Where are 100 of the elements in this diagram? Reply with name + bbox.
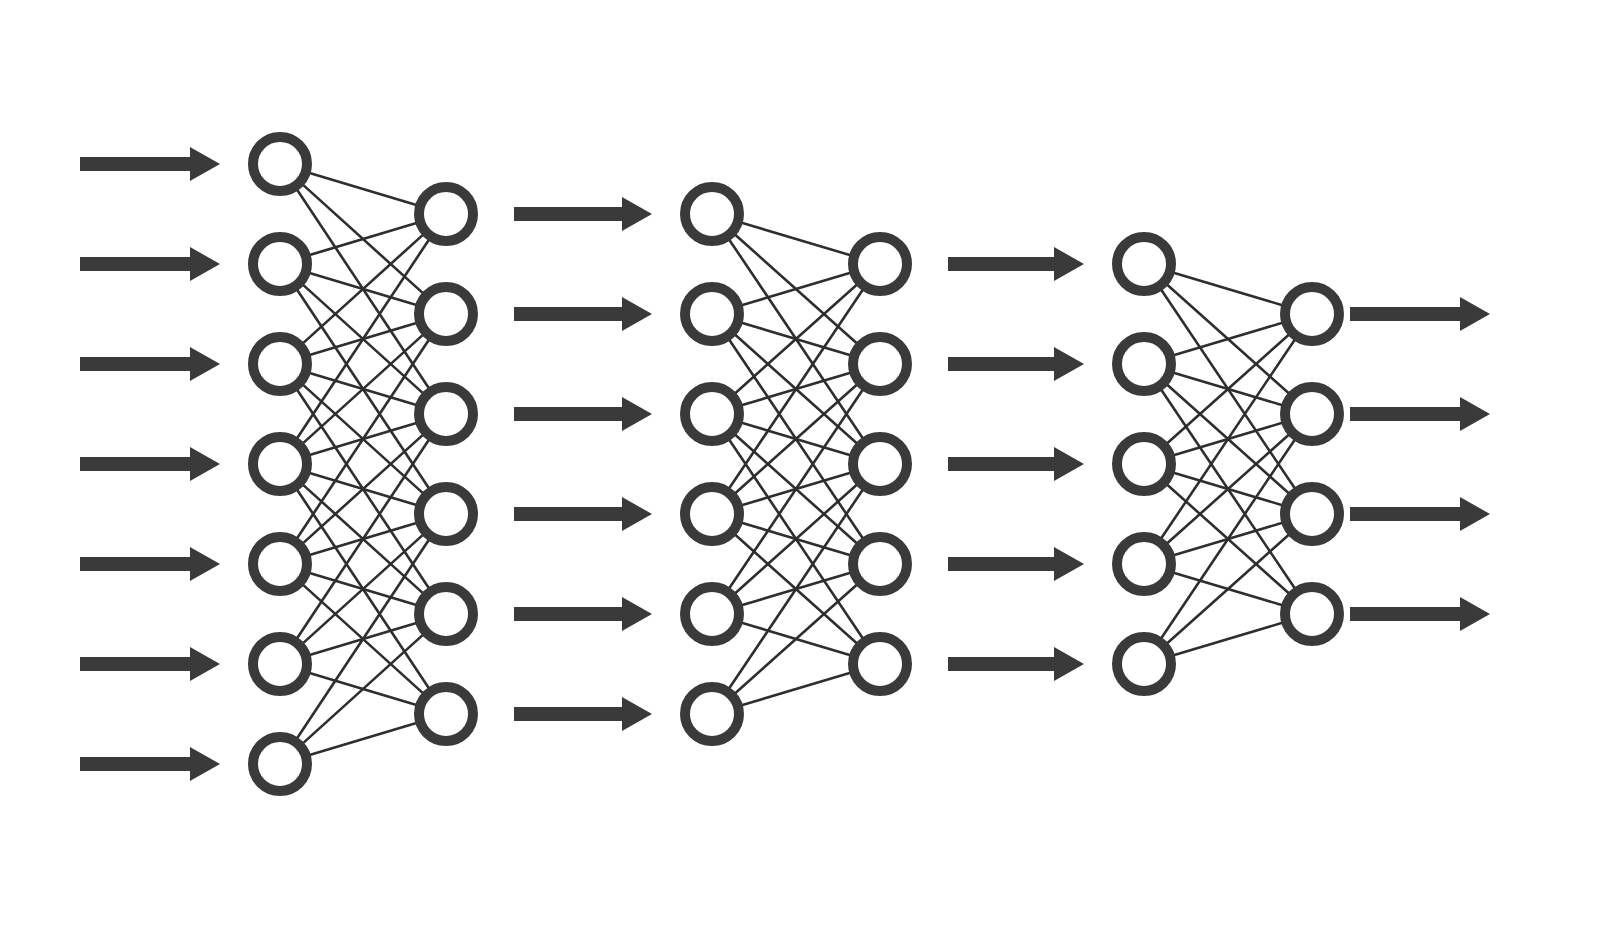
connection-line bbox=[740, 621, 852, 657]
neuron-circle bbox=[1112, 232, 1176, 296]
connection-line bbox=[295, 188, 431, 390]
connection-line bbox=[308, 671, 418, 707]
connection-line bbox=[301, 233, 425, 345]
arrow bbox=[514, 197, 652, 231]
arrow bbox=[948, 647, 1084, 681]
connection-line bbox=[295, 288, 431, 490]
neuron-circle bbox=[414, 482, 478, 546]
connection-line bbox=[740, 521, 852, 557]
connection-line bbox=[727, 388, 865, 590]
connection-line bbox=[301, 433, 425, 545]
connection-line bbox=[740, 421, 852, 457]
neuron-circle bbox=[248, 732, 312, 796]
neuron-circle bbox=[414, 282, 478, 346]
connection-line bbox=[308, 421, 418, 457]
neuron-circle bbox=[848, 532, 912, 596]
connection-line bbox=[727, 338, 865, 540]
connection-line bbox=[308, 221, 418, 257]
connection-line bbox=[301, 633, 425, 745]
connection-line bbox=[301, 283, 425, 395]
connection-line bbox=[733, 283, 859, 395]
neuron-circle bbox=[414, 682, 478, 746]
connection-line bbox=[301, 383, 425, 495]
connection-line bbox=[308, 521, 418, 557]
neuron-circle bbox=[680, 382, 744, 446]
connection-line bbox=[1172, 321, 1284, 357]
arrow bbox=[948, 247, 1084, 281]
connection-line bbox=[301, 583, 425, 695]
neuron-circle bbox=[414, 182, 478, 246]
connection-line bbox=[740, 321, 852, 357]
connection-line bbox=[1172, 621, 1284, 657]
neuron-circle bbox=[680, 182, 744, 246]
connection-line bbox=[733, 533, 859, 645]
neuron-circle bbox=[1280, 482, 1344, 546]
neuron-circle bbox=[248, 632, 312, 696]
arrow bbox=[80, 547, 220, 581]
connection-line bbox=[1165, 283, 1291, 395]
connection-line bbox=[1172, 571, 1284, 607]
connection-line bbox=[740, 221, 852, 257]
connection-line bbox=[1165, 383, 1291, 495]
neuron-circle bbox=[1280, 282, 1344, 346]
neuron-circle bbox=[1112, 532, 1176, 596]
connection-line bbox=[727, 288, 865, 490]
connection-line bbox=[308, 271, 418, 307]
connection-line bbox=[301, 333, 425, 445]
neuron-circle bbox=[680, 282, 744, 346]
connection-line bbox=[308, 321, 418, 357]
connection-line bbox=[727, 238, 865, 440]
neuron-circle bbox=[848, 632, 912, 696]
neuron-circle bbox=[248, 432, 312, 496]
arrow bbox=[1350, 297, 1490, 331]
neuron-circle bbox=[248, 532, 312, 596]
arrow bbox=[1350, 397, 1490, 431]
connection-line bbox=[1159, 288, 1297, 490]
connection-line bbox=[733, 483, 859, 595]
connection-line bbox=[733, 583, 859, 695]
arrow bbox=[514, 597, 652, 631]
neuron-circle bbox=[680, 482, 744, 546]
arrow bbox=[948, 347, 1084, 381]
connection-line bbox=[308, 371, 418, 407]
arrow bbox=[80, 747, 220, 781]
connection-line bbox=[295, 538, 431, 740]
arrow bbox=[80, 447, 220, 481]
arrow bbox=[514, 497, 652, 531]
connection-line bbox=[1159, 338, 1297, 540]
connection-line bbox=[740, 671, 852, 707]
connection-line bbox=[1172, 521, 1284, 557]
connection-line bbox=[1172, 471, 1284, 507]
connection-line bbox=[740, 571, 852, 607]
connection-line bbox=[727, 438, 865, 640]
arrow bbox=[948, 547, 1084, 581]
connection-line bbox=[308, 471, 418, 507]
neuron-circle bbox=[848, 332, 912, 396]
neuron-circle bbox=[1280, 382, 1344, 446]
arrow bbox=[80, 647, 220, 681]
connection-line bbox=[1172, 271, 1284, 307]
connection-line bbox=[308, 621, 418, 657]
connection-line bbox=[301, 183, 425, 295]
connection-line bbox=[740, 371, 852, 407]
connection-line bbox=[308, 171, 418, 207]
neuron-circle bbox=[1112, 632, 1176, 696]
neuron-circle bbox=[414, 382, 478, 446]
connection-line bbox=[727, 488, 865, 690]
neuron-circle bbox=[848, 432, 912, 496]
connection-line bbox=[1159, 388, 1297, 590]
arrow bbox=[80, 147, 220, 181]
arrow bbox=[514, 297, 652, 331]
connection-line bbox=[1159, 438, 1297, 640]
arrow bbox=[80, 247, 220, 281]
neuron-circle bbox=[1112, 332, 1176, 396]
arrow bbox=[514, 397, 652, 431]
connection-line bbox=[1165, 533, 1291, 645]
arrow bbox=[1350, 497, 1490, 531]
neuron-circle bbox=[848, 232, 912, 296]
connection-line bbox=[1172, 421, 1284, 457]
neuron-circle bbox=[414, 582, 478, 646]
connection-line bbox=[733, 233, 859, 345]
connection-line bbox=[301, 533, 425, 645]
connection-line bbox=[1165, 483, 1291, 595]
